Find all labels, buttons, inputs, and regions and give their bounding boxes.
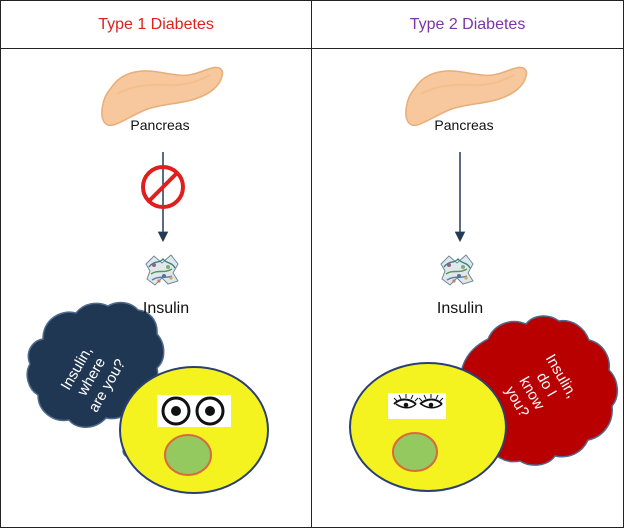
type-1-title: Type 1 Diabetes [1,1,311,49]
prohibition-icon [141,165,185,209]
right-insulin-molecule-icon [440,254,474,286]
left-face [119,366,269,494]
right-mouth [392,432,438,472]
type-2-title: Type 2 Diabetes [312,1,623,49]
right-pancreas-icon [405,66,528,127]
wide-eyes-icon [161,396,225,426]
eyelash-eyes-icon [393,394,444,409]
left-mouth [164,434,212,476]
right-insulin-label: Insulin [436,300,484,317]
left-insulin-label: Insulin [142,300,190,317]
right-pancreas-label: Pancreas [434,117,494,133]
left-pancreas-label: Pancreas [130,117,190,133]
left-insulin-molecule-icon [145,254,179,286]
left-pancreas-icon [101,66,224,127]
right-face [349,362,507,492]
